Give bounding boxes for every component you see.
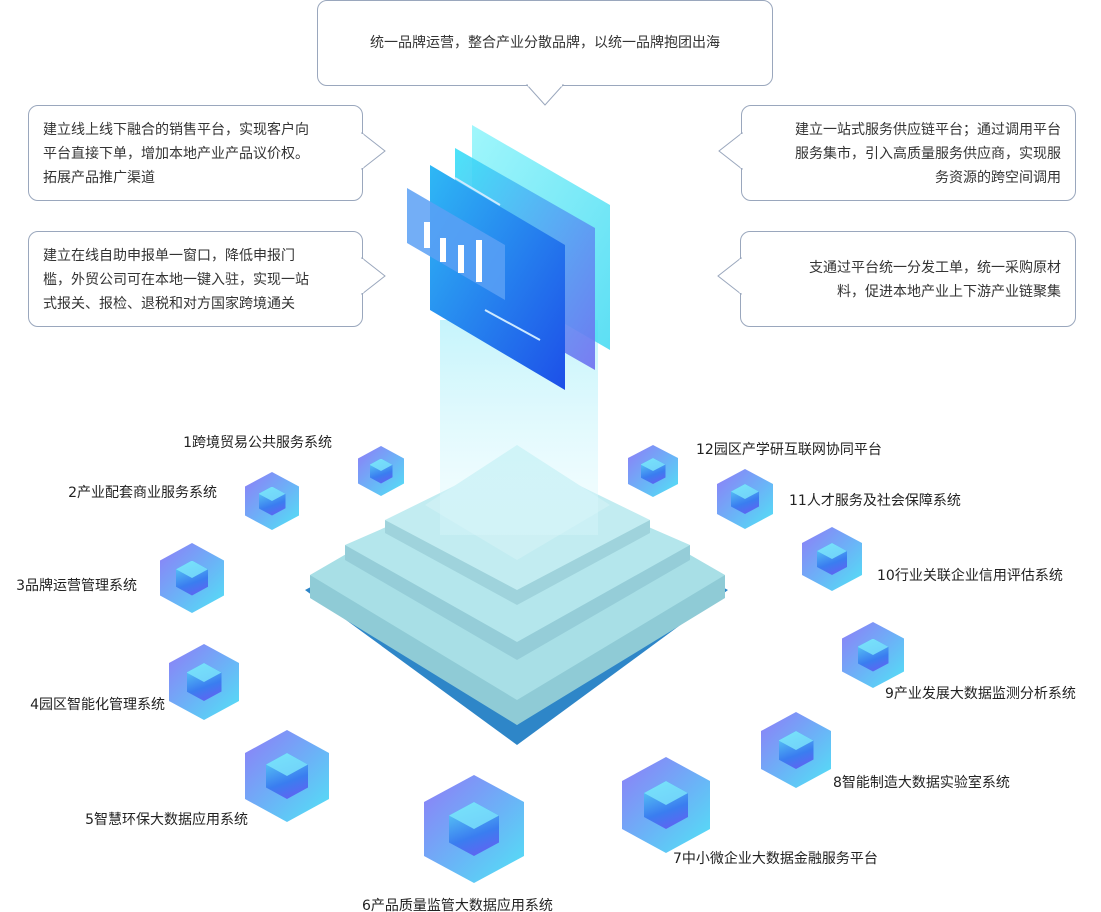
system-label-4: 4园区智能化管理系统 xyxy=(30,697,165,713)
top-bubble: 统一品牌运营，整合产业分散品牌，以统一品牌抱团出海 xyxy=(317,0,773,86)
bubble-line: 建立一站式服务供应链平台；通过调用平台 xyxy=(795,122,1061,138)
bubble-line: 拓展产品推广渠道 xyxy=(43,170,155,186)
system-label-11: 11人才服务及社会保障系统 xyxy=(789,493,961,509)
system-label-8: 8智能制造大数据实验室系统 xyxy=(833,775,1010,791)
cube-icon-10 xyxy=(802,527,862,591)
cube-icon-3 xyxy=(160,543,224,613)
system-label-5: 5智慧环保大数据应用系统 xyxy=(85,812,248,828)
system-label-12: 12园区产学研互联网协同平台 xyxy=(696,442,882,458)
bubble-line: 料，促进本地产业上下游产业链聚集 xyxy=(837,284,1061,300)
bubble-line: 服务集市，引入高质量服务供应商，实现服 xyxy=(795,146,1061,162)
platform-illustration xyxy=(305,125,728,745)
system-label-10: 10行业关联企业信用评估系统 xyxy=(877,568,1063,584)
right-bubble-tail xyxy=(717,256,743,296)
chart-bar-icon xyxy=(476,240,482,282)
system-label-1: 1跨境贸易公共服务系统 xyxy=(183,435,332,451)
right-bubble-supply-chain: 建立一站式服务供应链平台；通过调用平台 服务集市，引入高质量服务供应商，实现服 … xyxy=(741,105,1076,201)
bubble-line: 平台直接下单，增加本地产业产品议价权。 xyxy=(43,146,309,162)
cube-icon-8 xyxy=(761,712,831,788)
left-bubble-declaration: 建立在线自助申报单一窗口，降低申报门 槛，外贸公司可在本地一键入驻，实现一站 式… xyxy=(28,231,363,327)
chart-bar-icon xyxy=(424,222,430,248)
bubble-line: 式报关、报检、退税和对方国家跨境通关 xyxy=(43,296,295,312)
cube-icon-1 xyxy=(358,446,404,496)
cube-icon-6 xyxy=(424,775,524,883)
system-label-9: 9产业发展大数据监测分析系统 xyxy=(885,686,1076,702)
chart-bar-icon xyxy=(440,238,446,262)
cube-icon-9 xyxy=(842,622,904,688)
left-bubble-sales: 建立线上线下融合的销售平台，实现客户向 平台直接下单，增加本地产业产品议价权。 … xyxy=(28,105,363,201)
top-bubble-text: 统一品牌运营，整合产业分散品牌，以统一品牌抱团出海 xyxy=(370,35,720,51)
chart-bar-icon xyxy=(458,245,464,273)
system-label-7: 7中小微企业大数据金融服务平台 xyxy=(673,851,878,867)
bubble-line: 槛，外贸公司可在本地一键入驻，实现一站 xyxy=(43,272,309,288)
bubble-line: 支通过平台统一分发工单，统一采购原材 xyxy=(809,260,1061,276)
bubble-line: 建立线上线下融合的销售平台，实现客户向 xyxy=(43,122,309,138)
system-label-3: 3品牌运营管理系统 xyxy=(16,578,137,594)
system-label-2: 2产业配套商业服务系统 xyxy=(68,485,217,501)
cube-icon-7 xyxy=(622,757,710,853)
system-label-6: 6产品质量监管大数据应用系统 xyxy=(362,898,553,912)
right-bubble-tail xyxy=(718,131,744,171)
left-bubble-tail xyxy=(360,131,386,171)
right-bubble-work-orders: 支通过平台统一分发工单，统一采购原材 料，促进本地产业上下游产业链聚集 xyxy=(740,231,1076,327)
bubble-line: 建立在线自助申报单一窗口，降低申报门 xyxy=(43,248,295,264)
cube-icon-4 xyxy=(169,644,239,720)
top-bubble-tail xyxy=(525,83,565,106)
bubble-line: 务资源的跨空间调用 xyxy=(935,170,1061,186)
left-bubble-tail xyxy=(360,256,386,296)
